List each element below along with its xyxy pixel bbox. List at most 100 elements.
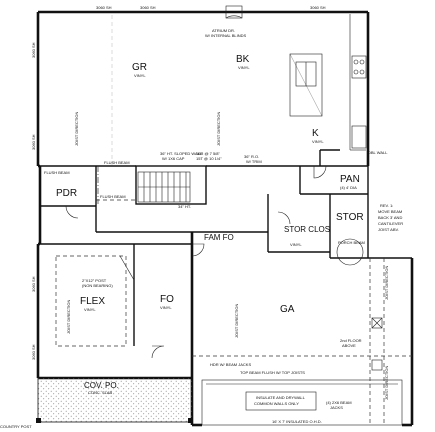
note-sloped-wall-2: W/ 1X6 CAP <box>162 156 185 161</box>
flex-beam-diag <box>119 255 135 281</box>
note-flex-beam: 2"X12" POST <box>82 278 107 283</box>
insulate-note-box <box>245 391 317 411</box>
room-covpo-finish: CONC. SLAB <box>88 390 113 395</box>
window-labels: 3060 SH 3060 SH 3060 SH 3060 SH 3060 SH … <box>31 5 326 360</box>
window-flex-lower: 3060 SH <box>31 344 36 360</box>
burner-3 <box>353 69 359 75</box>
window-flex-upper: 3060 SH <box>31 276 36 292</box>
post-2 <box>371 359 383 371</box>
note-atrium: ATRIUM DR. <box>212 28 235 33</box>
range <box>351 55 367 79</box>
window-gr-top-left: 3060 SH <box>96 5 112 10</box>
room-fo-name: FO <box>160 294 174 305</box>
room-k-finish: VINYL <box>312 139 324 144</box>
room-bk-name: BK <box>236 54 250 65</box>
burner-1 <box>353 59 359 65</box>
room-fo-finish: VINYL <box>160 305 172 310</box>
porch-post-left <box>36 418 41 423</box>
room-pan-note: (4) 4' DIA <box>340 185 357 190</box>
note-joist-dir-1: JOIST DIRECTION <box>74 112 79 146</box>
note-flush-beam-3: FLUSH BEAM <box>44 170 70 175</box>
garage-door-opening <box>201 379 403 426</box>
note-atrium-blinds: W/ INTERNAL BLINDS <box>205 33 247 38</box>
burner-4 <box>359 69 365 75</box>
note-garage-door: 16' X 7' INSULATED O.H.D. <box>272 419 322 424</box>
note-joist-dir-6: JOIST DIRECTION <box>384 366 389 400</box>
window-left-upper: 3060 SH <box>31 42 36 58</box>
kitchen <box>289 14 367 166</box>
kitchen-island <box>289 53 323 117</box>
doors <box>65 5 364 359</box>
island-diag <box>289 53 323 117</box>
window-left-mid: 3060 SH <box>31 134 36 150</box>
note-stair-opening: 34" HT. <box>178 204 191 209</box>
note-insulate: INSULATE AND DRYWALL <box>256 395 306 400</box>
note-rev1-b: MOVE BEAM <box>378 209 402 214</box>
note-flush-beam-1: FLUSH BEAM <box>104 160 130 165</box>
window-bk-top-right: 3060 SH <box>310 5 326 10</box>
note-beam-2x6-2: JACKS <box>330 405 343 410</box>
stairs <box>137 171 191 203</box>
note-joist-dir-3: JOIST DIRECTION <box>66 300 71 334</box>
note-rev1-c: BACK 3' AND <box>378 215 402 220</box>
room-covpo-name: COV. PO. <box>84 381 119 390</box>
note-insulate-2: COMMON WALLS ONLY <box>254 401 299 406</box>
room-flex-finish: VINYL <box>84 307 96 312</box>
post-1-x2 <box>371 317 383 329</box>
note-country-post: COUNTRY POST <box>0 424 32 429</box>
note-floor-above: 2nd FLOOR <box>340 338 362 343</box>
room-ga-name: GA <box>280 304 295 315</box>
room-labels: GR VINYL BK VINYL K VINYL PAN (4) 4' DIA… <box>56 54 364 395</box>
note-dbl-wall: DBL WALL <box>368 150 388 155</box>
note-rev1: REV. 1: <box>380 203 393 208</box>
note-top-beam-flush: TOP BEAM FLUSH W/ TOP JOISTS <box>240 370 305 375</box>
burner-2 <box>359 59 365 65</box>
note-stair-2: 15T @ 10 1/4" <box>196 156 222 161</box>
garage-door <box>201 379 403 426</box>
notes: ATRIUM DR. W/ INTERNAL BLINDS FLUSH BEAM… <box>0 28 403 429</box>
porch-post-right <box>188 418 193 423</box>
note-rev1-e: JOIST ABV. <box>378 227 399 232</box>
note-floor-above-2: ABOVE <box>342 343 356 348</box>
room-stor-name: STOR <box>336 212 364 223</box>
room-pdr-name: PDR <box>56 188 77 199</box>
stair-enclosure <box>135 165 207 205</box>
window-gr-top-mid: 3060 SH <box>140 5 156 10</box>
garage-posts <box>371 317 383 371</box>
flex-beam <box>55 255 135 347</box>
note-rev1-d: CANTILEVER <box>378 221 403 226</box>
porch-slab <box>37 377 193 423</box>
covered-porch <box>36 377 193 423</box>
pantry-door-swing <box>313 165 327 179</box>
room-famfo-name: FAM FO <box>204 233 234 242</box>
post-1 <box>371 317 383 329</box>
stair-treads <box>143 172 187 202</box>
note-beam-2x6: (4) 2X6 BEAM <box>326 400 352 405</box>
refrigerator <box>351 125 367 149</box>
note-ro-2: W/ TRIM <box>246 159 262 164</box>
room-bk-finish: VINYL <box>238 65 250 70</box>
room-pan-name: PAN <box>340 174 360 185</box>
note-joist-dir-4: JOIST DIRECTION <box>234 304 239 338</box>
room-storclos-name: STOR CLOS <box>284 225 330 234</box>
note-flush-beam-2: FLUSH BEAM <box>100 194 126 199</box>
note-flex-beam-2: (NON BEARING) <box>82 283 113 288</box>
room-flex-name: FLEX <box>80 296 105 307</box>
room-gr-finish: VINYL <box>134 73 146 78</box>
storclos-door-swing <box>277 211 291 225</box>
stor-round-feature <box>336 238 364 266</box>
interior-walls <box>38 12 412 425</box>
note-joist-dir-5: JOIST DIRECTION <box>384 266 389 300</box>
atrium-door-swing <box>225 15 243 19</box>
note-joist-dir-2: JOIST DIRECTION <box>216 112 221 146</box>
room-k-name: K <box>312 128 319 139</box>
note-ro: 36" R.O. <box>244 154 259 159</box>
note-sloped-wall: 36" HT. SLOPED WALL <box>160 151 203 156</box>
room-storclos-finish: VINYL <box>290 242 302 247</box>
garage-door-swing <box>191 243 205 257</box>
note-stair: 16R @ 7 5/8" <box>196 151 221 156</box>
pdr-door-swing <box>65 205 79 219</box>
note-porch-beam: PORCH BEAM <box>338 240 365 245</box>
atrium-door <box>225 5 243 19</box>
